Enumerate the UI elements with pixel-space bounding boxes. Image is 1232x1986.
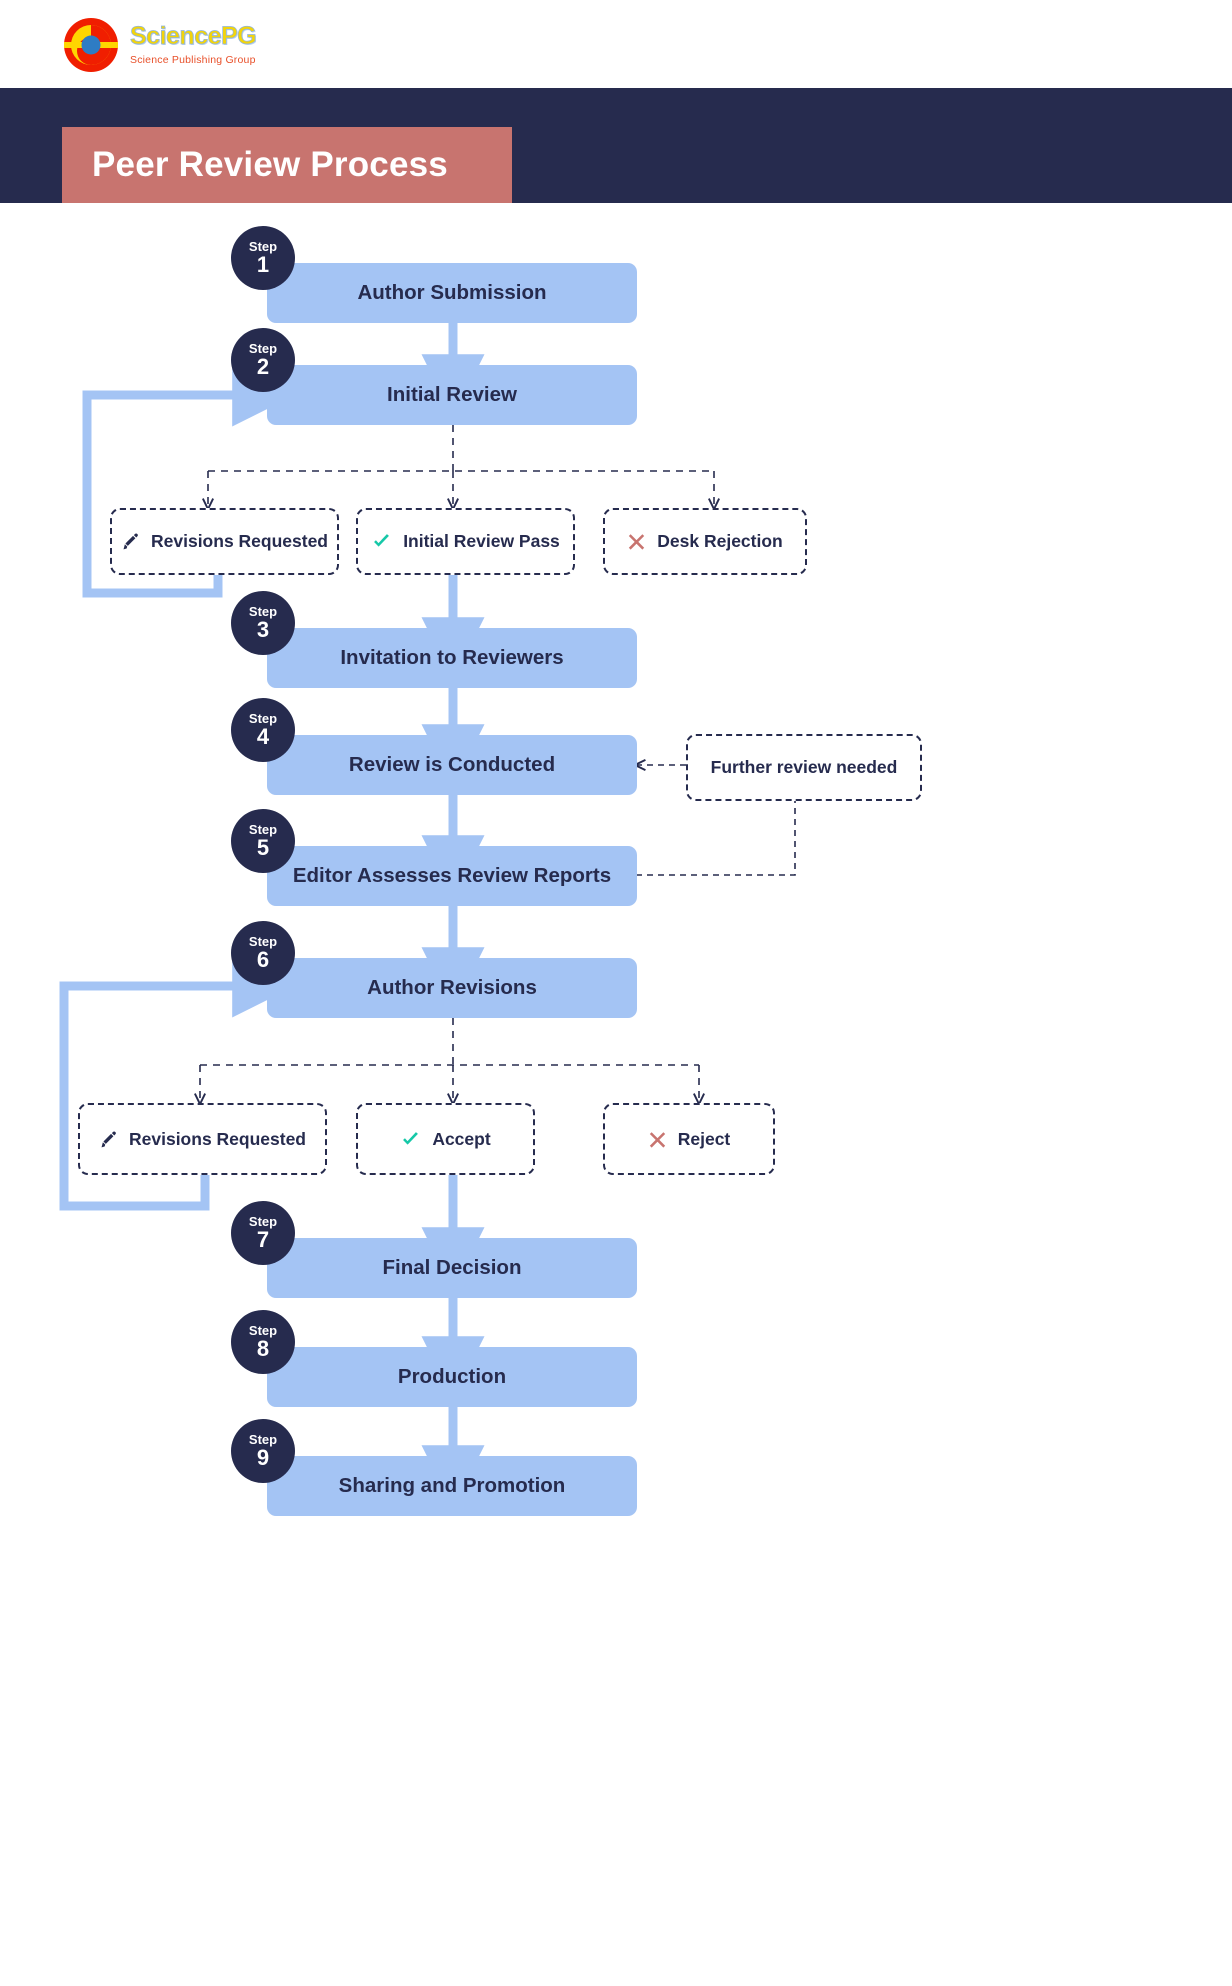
branch-revisions-requested-1[interactable]: Revisions Requested	[110, 508, 339, 575]
step-badge-3: Step 3	[231, 591, 295, 655]
logo-subtitle: Science Publishing Group	[130, 54, 256, 66]
step-badge-number-8: 8	[256, 1336, 270, 1362]
step-label-5[interactable]: Editor Assesses Review Reports	[267, 846, 637, 906]
branch-label: Accept	[432, 1128, 491, 1149]
step-badge-number-3: 3	[256, 617, 270, 643]
step-label-9[interactable]: Sharing and Promotion	[267, 1456, 637, 1516]
branch-label: Revisions Requested	[151, 531, 328, 551]
cross-icon	[627, 532, 646, 551]
step-badge-word-3: Step	[248, 603, 278, 619]
step-badge-number-9: 9	[256, 1445, 270, 1471]
check-icon	[400, 1129, 421, 1150]
branch-label: Reject	[677, 1128, 731, 1149]
step-badge-number-2: 2	[256, 354, 270, 380]
step-badge-number-1: 1	[256, 252, 270, 278]
connector-layer	[59, 323, 796, 1509]
branch-reject[interactable]: Reject	[603, 1103, 775, 1175]
note-further-review-needed[interactable]: Further review needed	[686, 734, 922, 801]
step-badge-number-5: 5	[256, 835, 270, 861]
step-badge-number-6: 6	[256, 947, 270, 973]
logo-bar: SciencePG Science Publishing Group	[0, 0, 1232, 88]
step-badge-8: Step 8	[231, 1310, 295, 1374]
step-badge-9: Step 9	[231, 1419, 295, 1483]
sciencepg-logo-mark	[62, 16, 120, 74]
cross-icon	[648, 1130, 667, 1149]
flowchart-canvas: Author Submission Step 1 Initial Review …	[0, 203, 1232, 1986]
step-badge-2: Step 2	[231, 328, 295, 392]
step-badge-4: Step 4	[231, 698, 295, 762]
step-badge-word-6: Step	[248, 933, 278, 949]
page-title-box: Peer Review Process	[62, 127, 512, 203]
step-label-3[interactable]: Invitation to Reviewers	[267, 628, 637, 688]
pencil-icon	[99, 1130, 118, 1149]
step-label-2[interactable]: Initial Review	[267, 365, 637, 425]
step-badge-word-7: Step	[248, 1213, 278, 1229]
step-badge-1: Step 1	[231, 226, 295, 290]
step-badge-word-8: Step	[248, 1322, 278, 1338]
pencil-icon	[121, 532, 140, 551]
logo-title: SciencePG	[130, 22, 257, 50]
step-label-8[interactable]: Production	[267, 1347, 637, 1407]
note-label: Further review needed	[710, 757, 898, 777]
step-badge-6: Step 6	[231, 921, 295, 985]
branch-revisions-requested-2[interactable]: Revisions Requested	[78, 1103, 327, 1175]
step-label-4[interactable]: Review is Conducted	[267, 735, 637, 795]
step-badge-number-7: 7	[256, 1227, 270, 1253]
page-title: Peer Review Process	[92, 145, 448, 184]
step-badge-number-4: 4	[256, 724, 270, 750]
step-label-6[interactable]: Author Revisions	[267, 958, 637, 1018]
step-badge-word-1: Step	[248, 238, 278, 254]
sciencepg-logo[interactable]: SciencePG Science Publishing Group	[62, 16, 257, 74]
step-badge-word-4: Step	[248, 710, 278, 726]
step-badge-7: Step 7	[231, 1201, 295, 1265]
step-badge-word-5: Step	[248, 821, 278, 837]
branch-label: Desk Rejection	[657, 531, 783, 551]
branch-label: Revisions Requested	[129, 1128, 306, 1149]
step-badge-5: Step 5	[231, 809, 295, 873]
branch-initial-review-pass[interactable]: Initial Review Pass	[356, 508, 575, 575]
step-label-1[interactable]: Author Submission	[267, 263, 637, 323]
branch-accept[interactable]: Accept	[356, 1103, 535, 1175]
step-label-7[interactable]: Final Decision	[267, 1238, 637, 1298]
branch-desk-rejection[interactable]: Desk Rejection	[603, 508, 807, 575]
check-icon	[371, 531, 392, 552]
step-badge-word-2: Step	[248, 340, 278, 356]
branch-label: Initial Review Pass	[403, 531, 560, 551]
step-badge-word-9: Step	[248, 1431, 278, 1447]
